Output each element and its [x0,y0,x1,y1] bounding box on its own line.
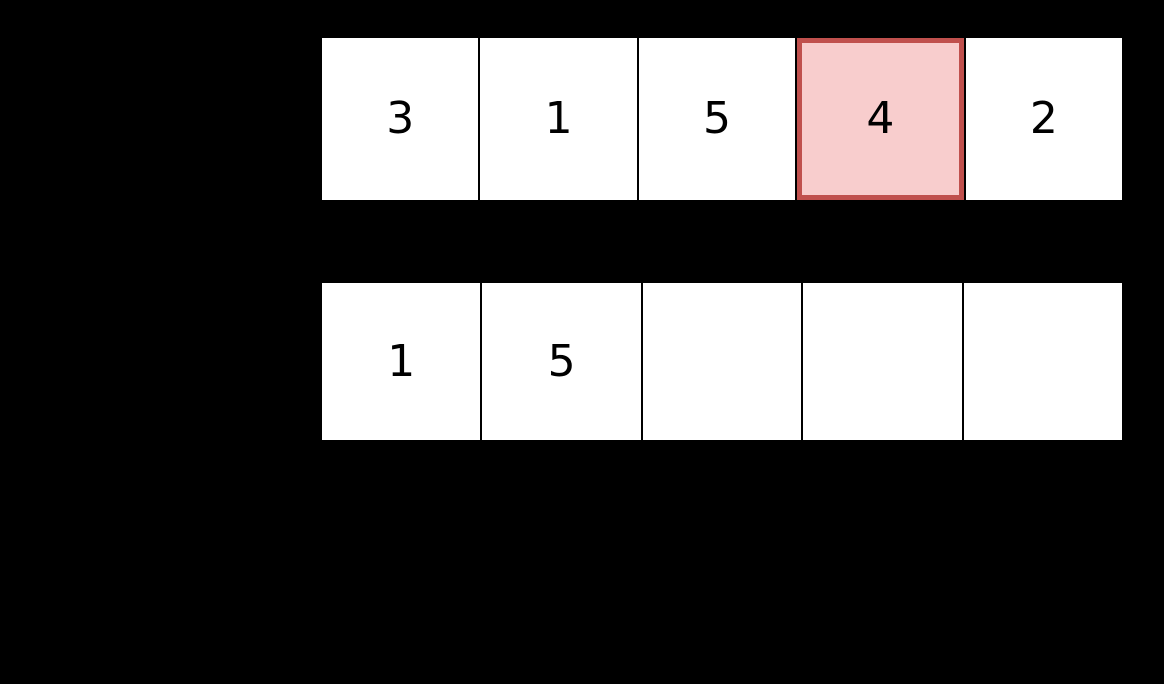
bottom-array-cell-1[interactable]: 5 [482,283,641,440]
bottom-array-cell-4[interactable] [963,283,1123,440]
bottom-array-cell-0[interactable]: 1 [322,283,481,440]
bottom-array-cell-3[interactable] [803,283,962,440]
top-array-cell-4[interactable]: 2 [965,38,1123,200]
top-array-cell-1[interactable]: 1 [480,38,637,200]
top-array-cell-3[interactable]: 4 [797,38,964,200]
top-array-cell-2[interactable]: 5 [638,38,796,200]
top-array-cell-0[interactable]: 3 [322,38,479,200]
bottom-array-cell-2[interactable] [642,283,802,440]
